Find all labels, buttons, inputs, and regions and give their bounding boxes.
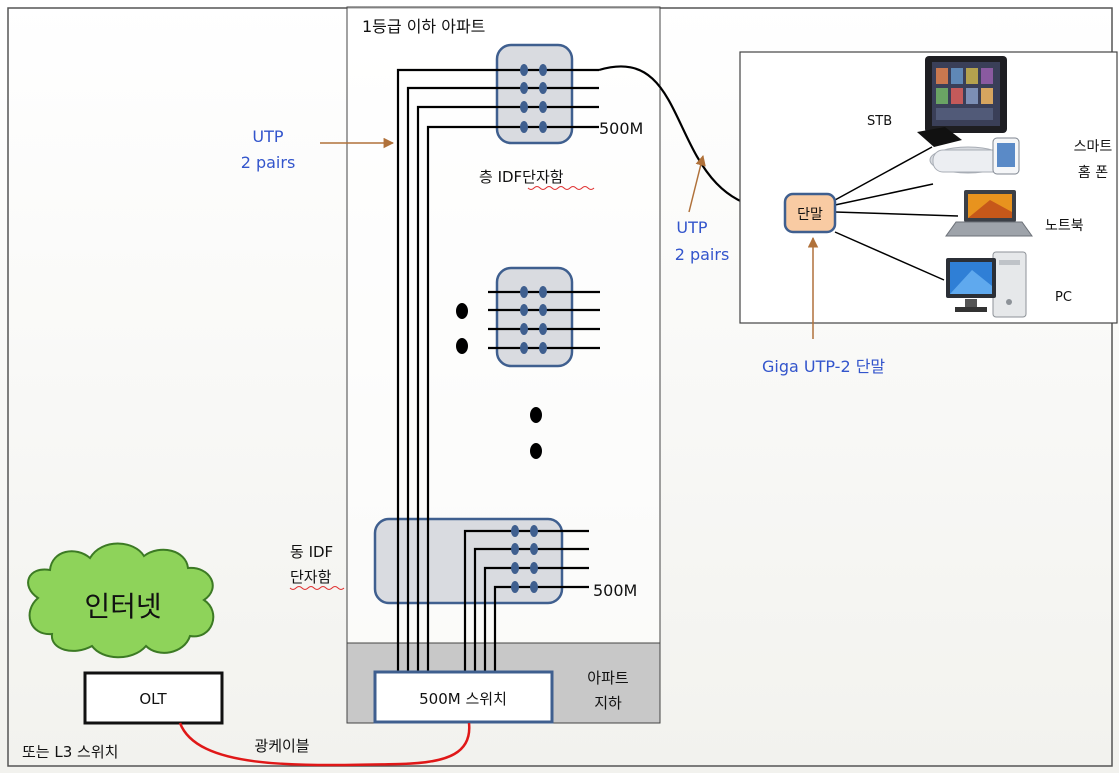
utp-right-label-2: 2 pairs (675, 245, 730, 264)
spellcheck-underline (527, 186, 595, 190)
terminal-label: 단말 (797, 207, 823, 223)
basement-label-2: 지하 (594, 694, 622, 712)
switch-label: 500M 스위치 (419, 690, 507, 708)
floor-idf-box-2 (495, 266, 574, 368)
olt-label: OLT (139, 690, 167, 708)
fiber-cable (178, 722, 471, 767)
giga-label: Giga UTP-2 단말 (762, 357, 885, 376)
utp-right-arrow (688, 154, 706, 213)
utp-left-label-2: 2 pairs (241, 153, 296, 172)
internet-label: 인터넷 (84, 590, 161, 623)
l3-switch-label: 또는 L3 스위치 (22, 743, 118, 761)
smartphone-label-2: 홈 폰 (1078, 165, 1108, 181)
laptop-icon (945, 190, 1033, 237)
laptop-label: 노트북 (1045, 218, 1084, 234)
pc-label: PC (1055, 290, 1072, 305)
floor-idf-box (495, 43, 574, 145)
fiber-label: 광케이블 (254, 737, 309, 755)
floor-idf-label: 층 IDF단자함 (479, 168, 564, 186)
spellcheck-underline (289, 586, 345, 590)
smartphone-label-1: 스마트 (1074, 139, 1113, 155)
building-idf-label-2: 단자함 (290, 568, 332, 586)
basement-label-1: 아파트 (587, 669, 629, 687)
stb-device-icon (917, 56, 1007, 147)
device-links (834, 146, 959, 281)
speed-label-upper: 500M (599, 119, 643, 138)
olt-box (83, 671, 224, 725)
utp-left-label-1: UTP (252, 127, 283, 146)
building-idf-label-1: 동 IDF (290, 543, 333, 561)
riser-cables (396, 68, 599, 672)
terminal-box (783, 192, 837, 234)
ellipsis-dots (456, 303, 542, 459)
internet-cloud-icon (27, 542, 215, 659)
pc-icon (946, 251, 1027, 318)
smartphone-icon (929, 137, 1020, 175)
connector-dots (511, 64, 547, 593)
switch-box (373, 670, 554, 724)
apartment-title: 1등급 이하 아파트 (362, 17, 485, 36)
utp-right-label-1: UTP (676, 218, 707, 237)
speed-label-lower: 500M (593, 581, 637, 600)
stb-label: STB (867, 114, 892, 129)
